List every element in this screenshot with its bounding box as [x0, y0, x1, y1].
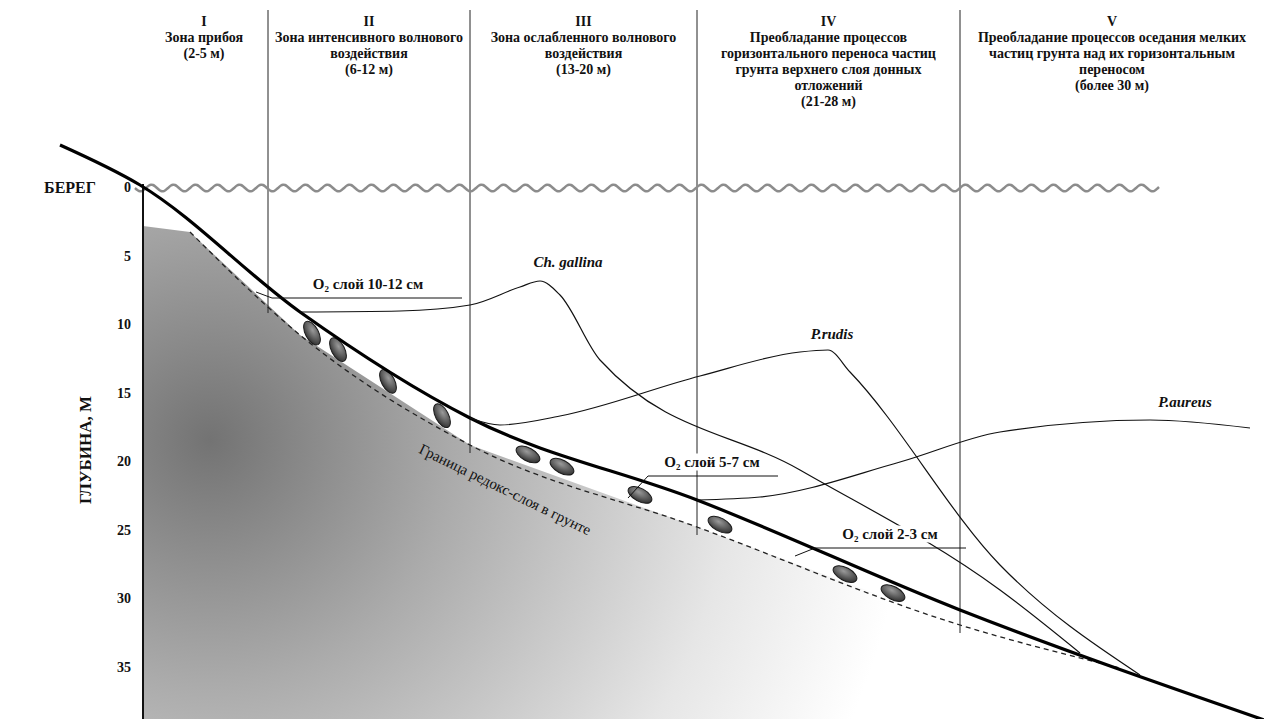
sea-cucumber — [625, 483, 654, 507]
zone-number: I — [146, 14, 262, 30]
zone-depth: (2-5 м) — [146, 46, 262, 62]
species-label: P.aureus — [1155, 394, 1215, 411]
oxygen-layer-label: O₂ слой 10-12 см — [310, 276, 427, 293]
leader-line — [795, 548, 966, 556]
oxygen-layer-label: O₂ слой 5-7 см — [661, 454, 763, 471]
depth-tick-label: 35 — [117, 660, 131, 676]
zone-title: Преобладание процессов оседания мелких ч… — [966, 30, 1258, 78]
zone-number: III — [476, 14, 691, 30]
sea-cucumber — [300, 319, 324, 348]
zone-title: Зона интенсивного волнового воздействия — [274, 30, 464, 62]
depth-tick-label: 20 — [117, 454, 131, 470]
zone-title: Зона прибоя — [146, 30, 262, 46]
depth-tick-label: 10 — [117, 317, 131, 333]
zone-depth: (более 30 м) — [966, 78, 1258, 94]
redox-label: Граница редокс-слоя в грунте — [416, 441, 593, 539]
ground-shading — [143, 226, 1264, 719]
zone-divider — [268, 10, 269, 313]
axis-title: ГЛУБИНА, М — [76, 396, 96, 504]
species-curve — [300, 281, 1080, 653]
zone-header: IIIЗона ослабленного волнового воздейств… — [476, 14, 691, 78]
species-label: P.rudis — [808, 326, 857, 343]
sea-cucumber — [878, 581, 907, 605]
shore-label: БЕРЕГ — [44, 179, 96, 197]
zone-header: IVПреобладание процессов горизонтального… — [703, 14, 954, 110]
water-surface — [135, 185, 1159, 192]
zone-header: IIЗона интенсивного волнового воздействи… — [274, 14, 464, 78]
leader-line — [256, 292, 462, 298]
sea-cucumber — [705, 513, 734, 537]
zone-number: IV — [703, 14, 954, 30]
oxygen-layer-label: O₂ слой 2-3 см — [839, 526, 941, 543]
zone-title: Преобладание процессов горизонтального п… — [703, 30, 954, 94]
leader-line — [628, 476, 778, 498]
depth-tick-label: 30 — [117, 591, 131, 607]
zone-depth: (13-20 м) — [476, 62, 691, 78]
species-curve — [697, 420, 1250, 500]
zone-divider — [960, 10, 961, 633]
zone-number: V — [966, 14, 1258, 30]
zone-depth: (6-12 м) — [274, 62, 464, 78]
zone-depth: (21-28 м) — [703, 94, 954, 110]
depth-tick-label: 5 — [124, 249, 131, 265]
zone-title: Зона ослабленного волнового воздействия — [476, 30, 691, 62]
zone-header: VПреобладание процессов оседания мелких … — [966, 14, 1258, 94]
sea-bed — [60, 145, 1264, 719]
zone-divider — [470, 10, 471, 453]
zone-header: IЗона прибоя(2-5 м) — [146, 14, 262, 62]
depth-axis — [142, 184, 144, 719]
sea-cucumber — [430, 401, 454, 430]
depth-tick-label: 15 — [117, 386, 131, 402]
species-label: Ch. gallina — [530, 254, 605, 271]
zone-number: II — [274, 14, 464, 30]
depth-tick-label: 0 — [124, 180, 131, 196]
redox-boundary — [190, 232, 1120, 668]
depth-tick-label: 25 — [117, 523, 131, 539]
